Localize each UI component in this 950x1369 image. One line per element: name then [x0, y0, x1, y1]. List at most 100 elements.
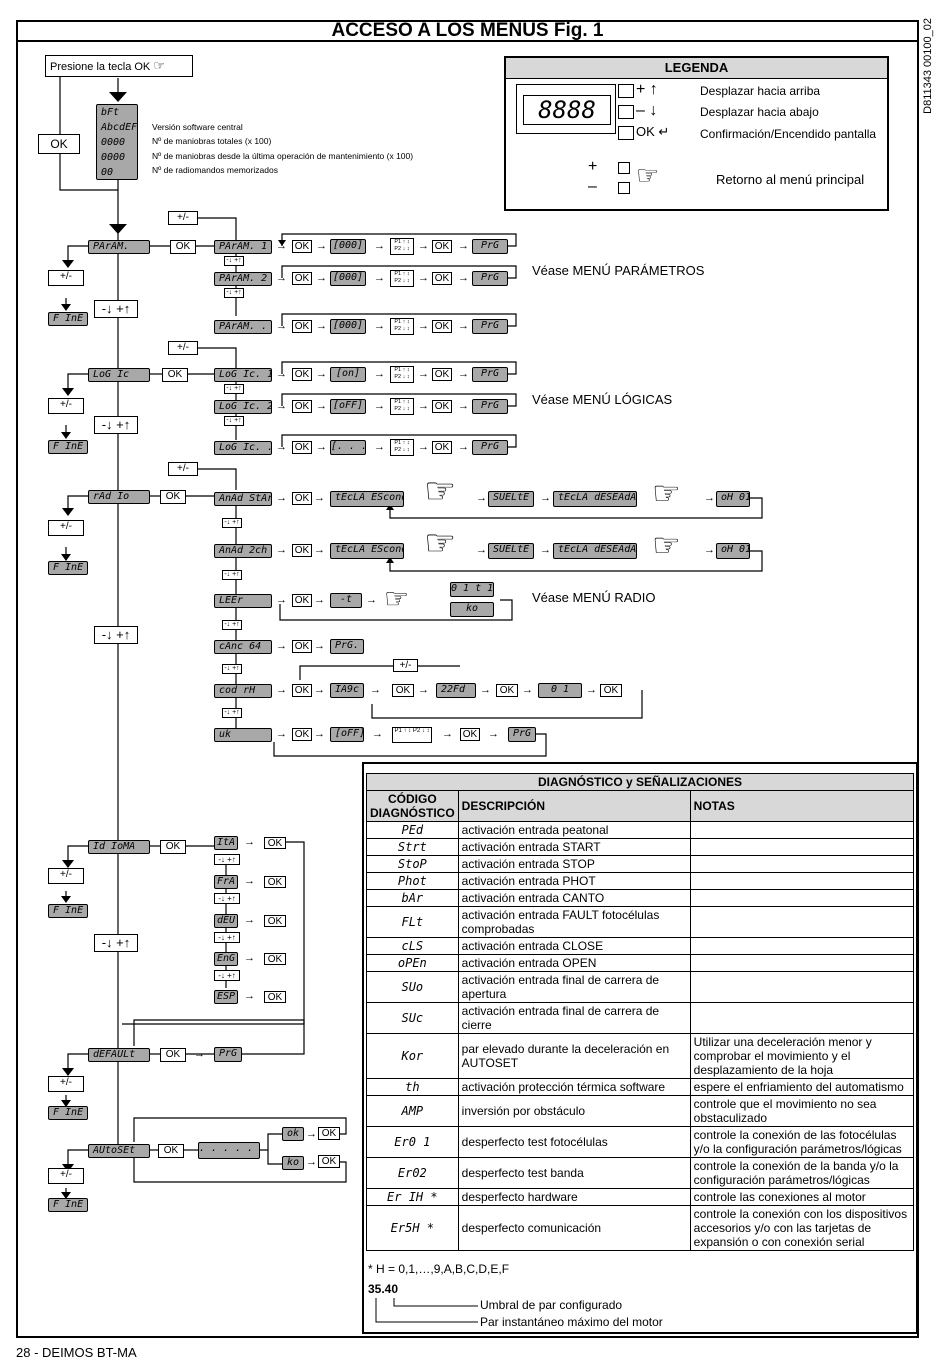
code-ok[interactable]: OK: [292, 684, 312, 697]
language-updown[interactable]: -↓ +↑: [94, 934, 138, 952]
language-deu[interactable]: dEU: [214, 914, 238, 928]
logic-ok-button[interactable]: OK: [162, 368, 188, 382]
param-row-2-ok[interactable]: OK: [292, 272, 312, 285]
logic-row-n-ok-2[interactable]: OK: [432, 441, 452, 454]
autoset-ok-button[interactable]: OK: [158, 1144, 184, 1158]
code-ok-4[interactable]: OK: [600, 684, 622, 697]
cancel-ok[interactable]: OK: [292, 640, 312, 653]
language-updown[interactable]: -↓ +↑: [214, 893, 240, 904]
param-updown-small[interactable]: -↓ +↑: [224, 288, 244, 298]
logic-item-n[interactable]: LoG Ic. . . .: [214, 441, 272, 455]
language-updown[interactable]: -↓ +↑: [214, 932, 240, 943]
logic-row-2-ok[interactable]: OK: [292, 400, 312, 413]
param-row-n-ok[interactable]: OK: [292, 320, 312, 333]
autoset-ko-confirm[interactable]: OK: [318, 1155, 340, 1168]
logic-item-1[interactable]: LoG Ic. 1: [214, 368, 272, 382]
logic-item-2[interactable]: LoG Ic. 2: [214, 400, 272, 414]
logic-updown-small[interactable]: -↓ +↑: [224, 416, 244, 426]
menu-radio[interactable]: rAd Io: [88, 490, 150, 504]
uk-ok-2[interactable]: OK: [460, 728, 480, 741]
param-updown-small[interactable]: -↓ +↑: [224, 256, 244, 266]
radio-plusminus-exit[interactable]: +/-: [48, 520, 84, 536]
param-row-n-p1p2[interactable]: P1 ↑ ↕ P2 ↓ ↕: [390, 318, 414, 335]
radio-fine[interactable]: F InE: [48, 561, 88, 575]
logic-row-2-ok-2[interactable]: OK: [432, 400, 452, 413]
language-ok-button[interactable]: OK: [160, 840, 186, 854]
logic-updown[interactable]: -↓ +↑: [94, 416, 138, 434]
language-ok-2[interactable]: OK: [264, 915, 286, 927]
menu-autoset[interactable]: AUtoSEt: [88, 1144, 150, 1158]
uk-p1p2[interactable]: P1 ↑ ↕ P2 ↓ ↕: [392, 727, 432, 743]
logic-row-n-ok[interactable]: OK: [292, 441, 312, 454]
radio-item-uk[interactable]: uk: [214, 728, 272, 742]
radio-item-code[interactable]: cod rH: [214, 684, 272, 698]
radio-item-read[interactable]: LEEr: [214, 594, 272, 608]
language-updown[interactable]: -↓ +↑: [214, 854, 240, 865]
autoset-fine[interactable]: F InE: [48, 1198, 88, 1212]
uk-ok[interactable]: OK: [292, 728, 312, 741]
menu-logic[interactable]: LoG Ic: [88, 368, 150, 382]
param-ok-button[interactable]: OK: [170, 240, 196, 254]
read-ok[interactable]: OK: [292, 594, 312, 607]
radio-updown-small[interactable]: -↓ +↑: [222, 620, 242, 630]
autoset-ok-confirm[interactable]: OK: [318, 1127, 340, 1140]
radio-updown-small[interactable]: -↓ +↑: [222, 708, 242, 718]
language-ok-0[interactable]: OK: [264, 837, 286, 849]
param-item-n[interactable]: PArAM. . . .: [214, 320, 272, 334]
menu-default[interactable]: dEFAULt: [88, 1048, 150, 1062]
language-ita[interactable]: ItA: [214, 836, 238, 850]
logic-row-1-ok-2[interactable]: OK: [432, 368, 452, 381]
language-plusminus-exit[interactable]: +/-: [48, 868, 84, 884]
param-row-n-ok-2[interactable]: OK: [432, 320, 452, 333]
language-ok-3[interactable]: OK: [264, 953, 286, 965]
language-fra[interactable]: FrA: [214, 875, 238, 889]
add-2ch-ok[interactable]: OK: [292, 544, 312, 557]
radio-updown-small[interactable]: -↓ +↑: [222, 570, 242, 580]
param-item-2[interactable]: PArAM. 2: [214, 272, 272, 286]
default-ok-button[interactable]: OK: [160, 1048, 186, 1062]
logic-row-1-p1p2[interactable]: P1 ↑ ↕ P2 ↓ ↕: [390, 366, 414, 383]
language-fine[interactable]: F InE: [48, 904, 88, 918]
param-fine[interactable]: F InE: [48, 312, 88, 326]
menu-language[interactable]: Id IoMA: [88, 840, 150, 854]
radio-item-add-2ch[interactable]: AnAd 2ch: [214, 544, 272, 558]
param-row-1-ok[interactable]: OK: [292, 240, 312, 253]
radio-updown[interactable]: -↓ +↑: [94, 626, 138, 644]
read-result-ko: ko: [450, 602, 494, 617]
autoset-plusminus-exit[interactable]: +/-: [48, 1168, 84, 1184]
logic-fine[interactable]: F InE: [48, 440, 88, 454]
default-fine[interactable]: F InE: [48, 1106, 88, 1120]
code-ok-3[interactable]: OK: [496, 684, 518, 697]
logic-plusminus[interactable]: +/-: [168, 341, 198, 355]
logic-updown-small[interactable]: -↓ +↑: [224, 384, 244, 394]
param-plusminus[interactable]: +/-: [168, 211, 198, 225]
radio-item-add-start[interactable]: AnAd StArt: [214, 492, 272, 506]
code-ok-2[interactable]: OK: [392, 684, 414, 697]
code-plusminus[interactable]: +/-: [393, 659, 418, 672]
logic-row-1-ok[interactable]: OK: [292, 368, 312, 381]
language-ok-4[interactable]: OK: [264, 991, 286, 1003]
language-ok-1[interactable]: OK: [264, 876, 286, 888]
language-eng[interactable]: EnG: [214, 952, 238, 966]
menu-param[interactable]: PArAM.: [88, 240, 150, 254]
param-item-1[interactable]: PArAM. 1: [214, 240, 272, 254]
param-plusminus-exit[interactable]: +/-: [48, 270, 84, 286]
param-updown[interactable]: -↓ +↑: [94, 300, 138, 318]
default-plusminus-exit[interactable]: +/-: [48, 1076, 84, 1092]
add-start-ok[interactable]: OK: [292, 492, 312, 505]
param-row-1-p1p2[interactable]: P1 ↑ ↕ P2 ↓ ↕: [390, 238, 414, 255]
language-updown[interactable]: -↓ +↑: [214, 970, 240, 981]
language-esp[interactable]: ESP: [214, 990, 238, 1004]
radio-plusminus[interactable]: +/-: [168, 462, 198, 476]
param-row-1-ok-2[interactable]: OK: [432, 240, 452, 253]
radio-item-cancel[interactable]: cAnc 64: [214, 640, 272, 654]
param-row-2-p1p2[interactable]: P1 ↑ ↕ P2 ↓ ↕: [390, 270, 414, 287]
logic-plusminus-exit[interactable]: +/-: [48, 398, 84, 414]
boot-ok-button[interactable]: OK: [38, 134, 80, 154]
radio-updown-small[interactable]: -↓ +↑: [222, 664, 242, 674]
logic-row-2-p1p2[interactable]: P1 ↑ ↕ P2 ↓ ↕: [390, 398, 414, 415]
radio-updown-small[interactable]: -↓ +↑: [222, 518, 242, 528]
logic-row-n-p1p2[interactable]: P1 ↑ ↕ P2 ↓ ↕: [390, 439, 414, 456]
radio-ok-button[interactable]: OK: [160, 490, 186, 504]
param-row-2-ok-2[interactable]: OK: [432, 272, 452, 285]
